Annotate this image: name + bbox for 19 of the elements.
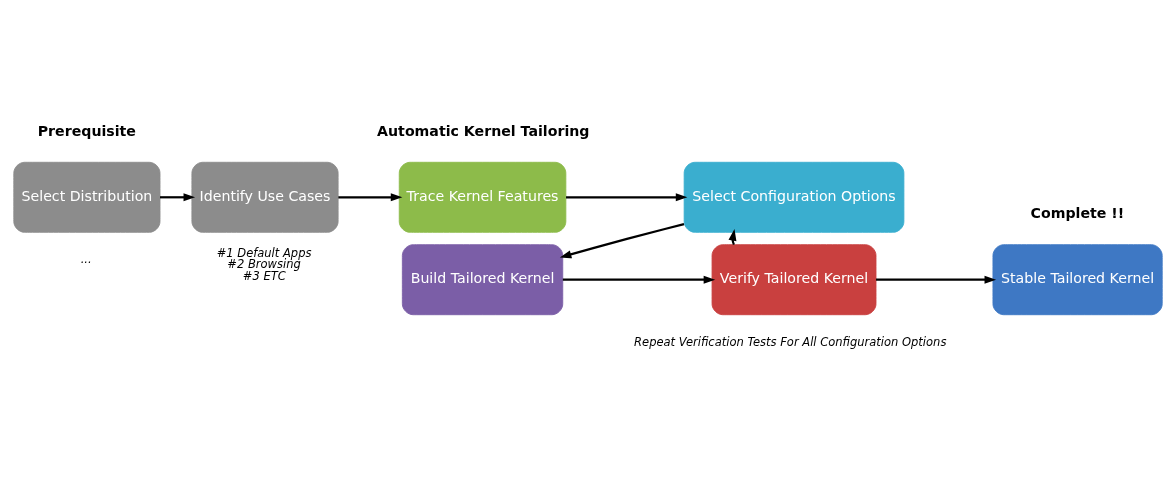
arrow (876, 275, 997, 284)
node-label: #1 Default Apps (216, 245, 312, 260)
arrow (559, 223, 685, 259)
label: Complete !! (1030, 205, 1125, 222)
node-label: ... (80, 252, 92, 267)
node-box: Build Tailored Kernel (401, 244, 564, 316)
node-box: Identify Use Cases (191, 161, 339, 233)
node-box: Stable Tailored Kernel (992, 244, 1163, 316)
label: Automatic Kernel Tailoring (377, 122, 590, 139)
node-box: Select Configuration Options (683, 161, 905, 233)
arrow (562, 275, 716, 284)
node-box: Trace Kernel Features (398, 161, 567, 233)
arrow (338, 193, 403, 202)
label: Prerequisite (37, 122, 136, 139)
node-label: Repeat Verification Tests For All Configuration Options (634, 334, 947, 349)
arrow (566, 193, 688, 202)
node-box: Verify Tailored Kernel (711, 244, 877, 316)
arrow (160, 193, 196, 202)
node-box: Select Distribution (13, 161, 161, 233)
